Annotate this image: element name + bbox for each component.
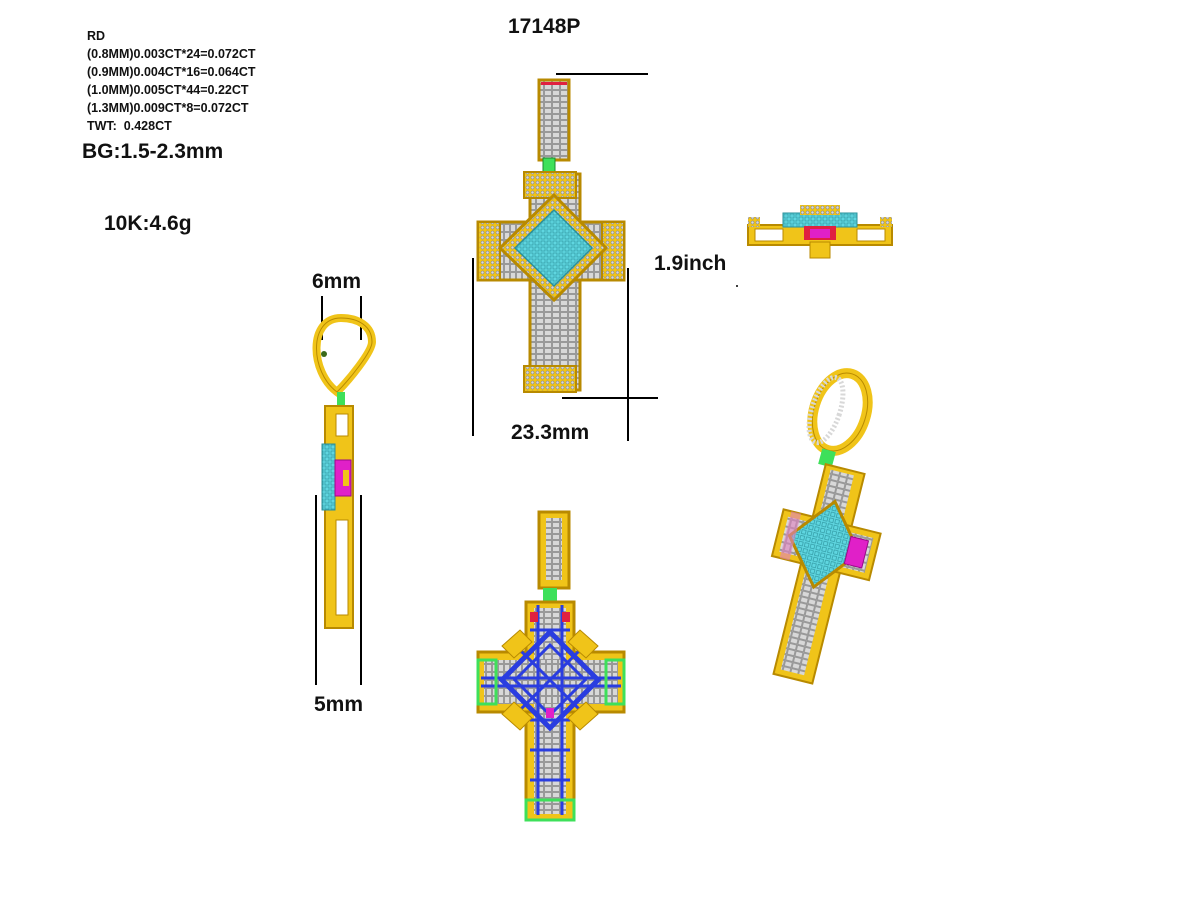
- stone-shape: RD: [87, 29, 106, 43]
- height-label: 1.9inch: [654, 252, 727, 275]
- stone-line-2: (0.9MM)0.004CT*16=0.064CT: [87, 65, 256, 79]
- stone-spec: RD (0.8MM)0.003CT*24=0.072CT (0.9MM)0.00…: [87, 27, 255, 135]
- metal-weight: 10K:4.6g: [104, 212, 192, 235]
- stone-line-4: (1.3MM)0.009CT*8=0.072CT: [87, 101, 249, 115]
- width-label: 23.3mm: [511, 421, 590, 444]
- baguette-range: BG:1.5-2.3mm: [82, 140, 224, 163]
- perspective-view: [770, 368, 882, 685]
- dimension-lines: [315, 73, 658, 685]
- stone-line-3: (1.0MM)0.005CT*44=0.22CT: [87, 83, 249, 97]
- stone-line-1: (0.8MM)0.003CT*24=0.072CT: [87, 47, 256, 61]
- model-code: 17148P: [508, 15, 581, 38]
- back-view: [476, 510, 626, 822]
- side-view: [312, 313, 377, 629]
- side-depth-label: 5mm: [314, 693, 364, 716]
- stone-total: TWT: 0.428CT: [87, 119, 172, 133]
- front-center-turquoise: [513, 208, 594, 288]
- bail-width-label: 6mm: [312, 270, 362, 293]
- top-view: [736, 205, 893, 287]
- front-view: [476, 78, 626, 393]
- front-bail: [537, 78, 571, 162]
- back-center-frame: [498, 628, 602, 732]
